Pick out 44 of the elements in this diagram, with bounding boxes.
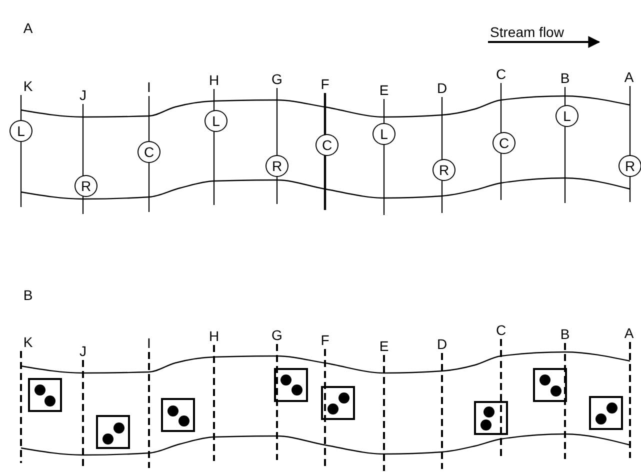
transect-label: K <box>23 78 33 94</box>
sampling-site-circle: L <box>556 105 578 127</box>
transect-label: G <box>272 327 282 343</box>
sampling-site-circle: R <box>432 159 456 181</box>
transect-label: F <box>320 332 330 348</box>
sampling-site-circle: R <box>266 155 288 177</box>
sampling-site-circle: L <box>10 120 32 142</box>
panel-label: A <box>23 20 33 36</box>
transect-label: E <box>379 82 389 98</box>
transect-label: A <box>624 325 634 341</box>
transect-label: J <box>80 343 86 359</box>
transect-label: C <box>496 66 506 82</box>
quadrat-with-dots <box>474 401 508 435</box>
sampling-site-circle: C <box>492 132 516 154</box>
transect-label: B <box>560 70 570 86</box>
sampling-site-circle: L <box>204 110 228 132</box>
sampling-site-circle: L <box>372 123 396 145</box>
direction-label: Stream flow <box>490 24 564 40</box>
panel-label: B <box>23 287 33 303</box>
sampling-site-circle: C <box>138 141 160 163</box>
sampling-site-circle: C <box>316 134 338 156</box>
transect-label: A <box>624 69 634 85</box>
quadrat-with-dots <box>274 368 308 402</box>
transect-label: I <box>147 335 151 351</box>
quadrat-with-dots <box>533 368 567 402</box>
quadrat-with-dots <box>589 396 623 430</box>
quadrat-with-dots <box>96 415 130 449</box>
sampling-site-circle: R <box>74 175 98 197</box>
transect-label: H <box>208 72 220 88</box>
transect-label: D <box>436 336 448 352</box>
quadrat-with-dots <box>161 398 195 432</box>
transect-label: D <box>436 80 448 96</box>
transect-label: B <box>560 326 570 342</box>
sampling-site-circle: R <box>618 155 641 177</box>
transect-label: E <box>379 338 389 354</box>
quadrat-with-dots <box>321 386 355 420</box>
transect-label: C <box>496 322 506 338</box>
transect-label: H <box>208 328 220 344</box>
transect-label: K <box>23 334 33 350</box>
transect-label: F <box>320 76 330 92</box>
transect-label: G <box>272 71 282 87</box>
transect-label: J <box>80 87 86 103</box>
transect-label: I <box>147 79 151 95</box>
quadrat-with-dots <box>28 378 62 412</box>
